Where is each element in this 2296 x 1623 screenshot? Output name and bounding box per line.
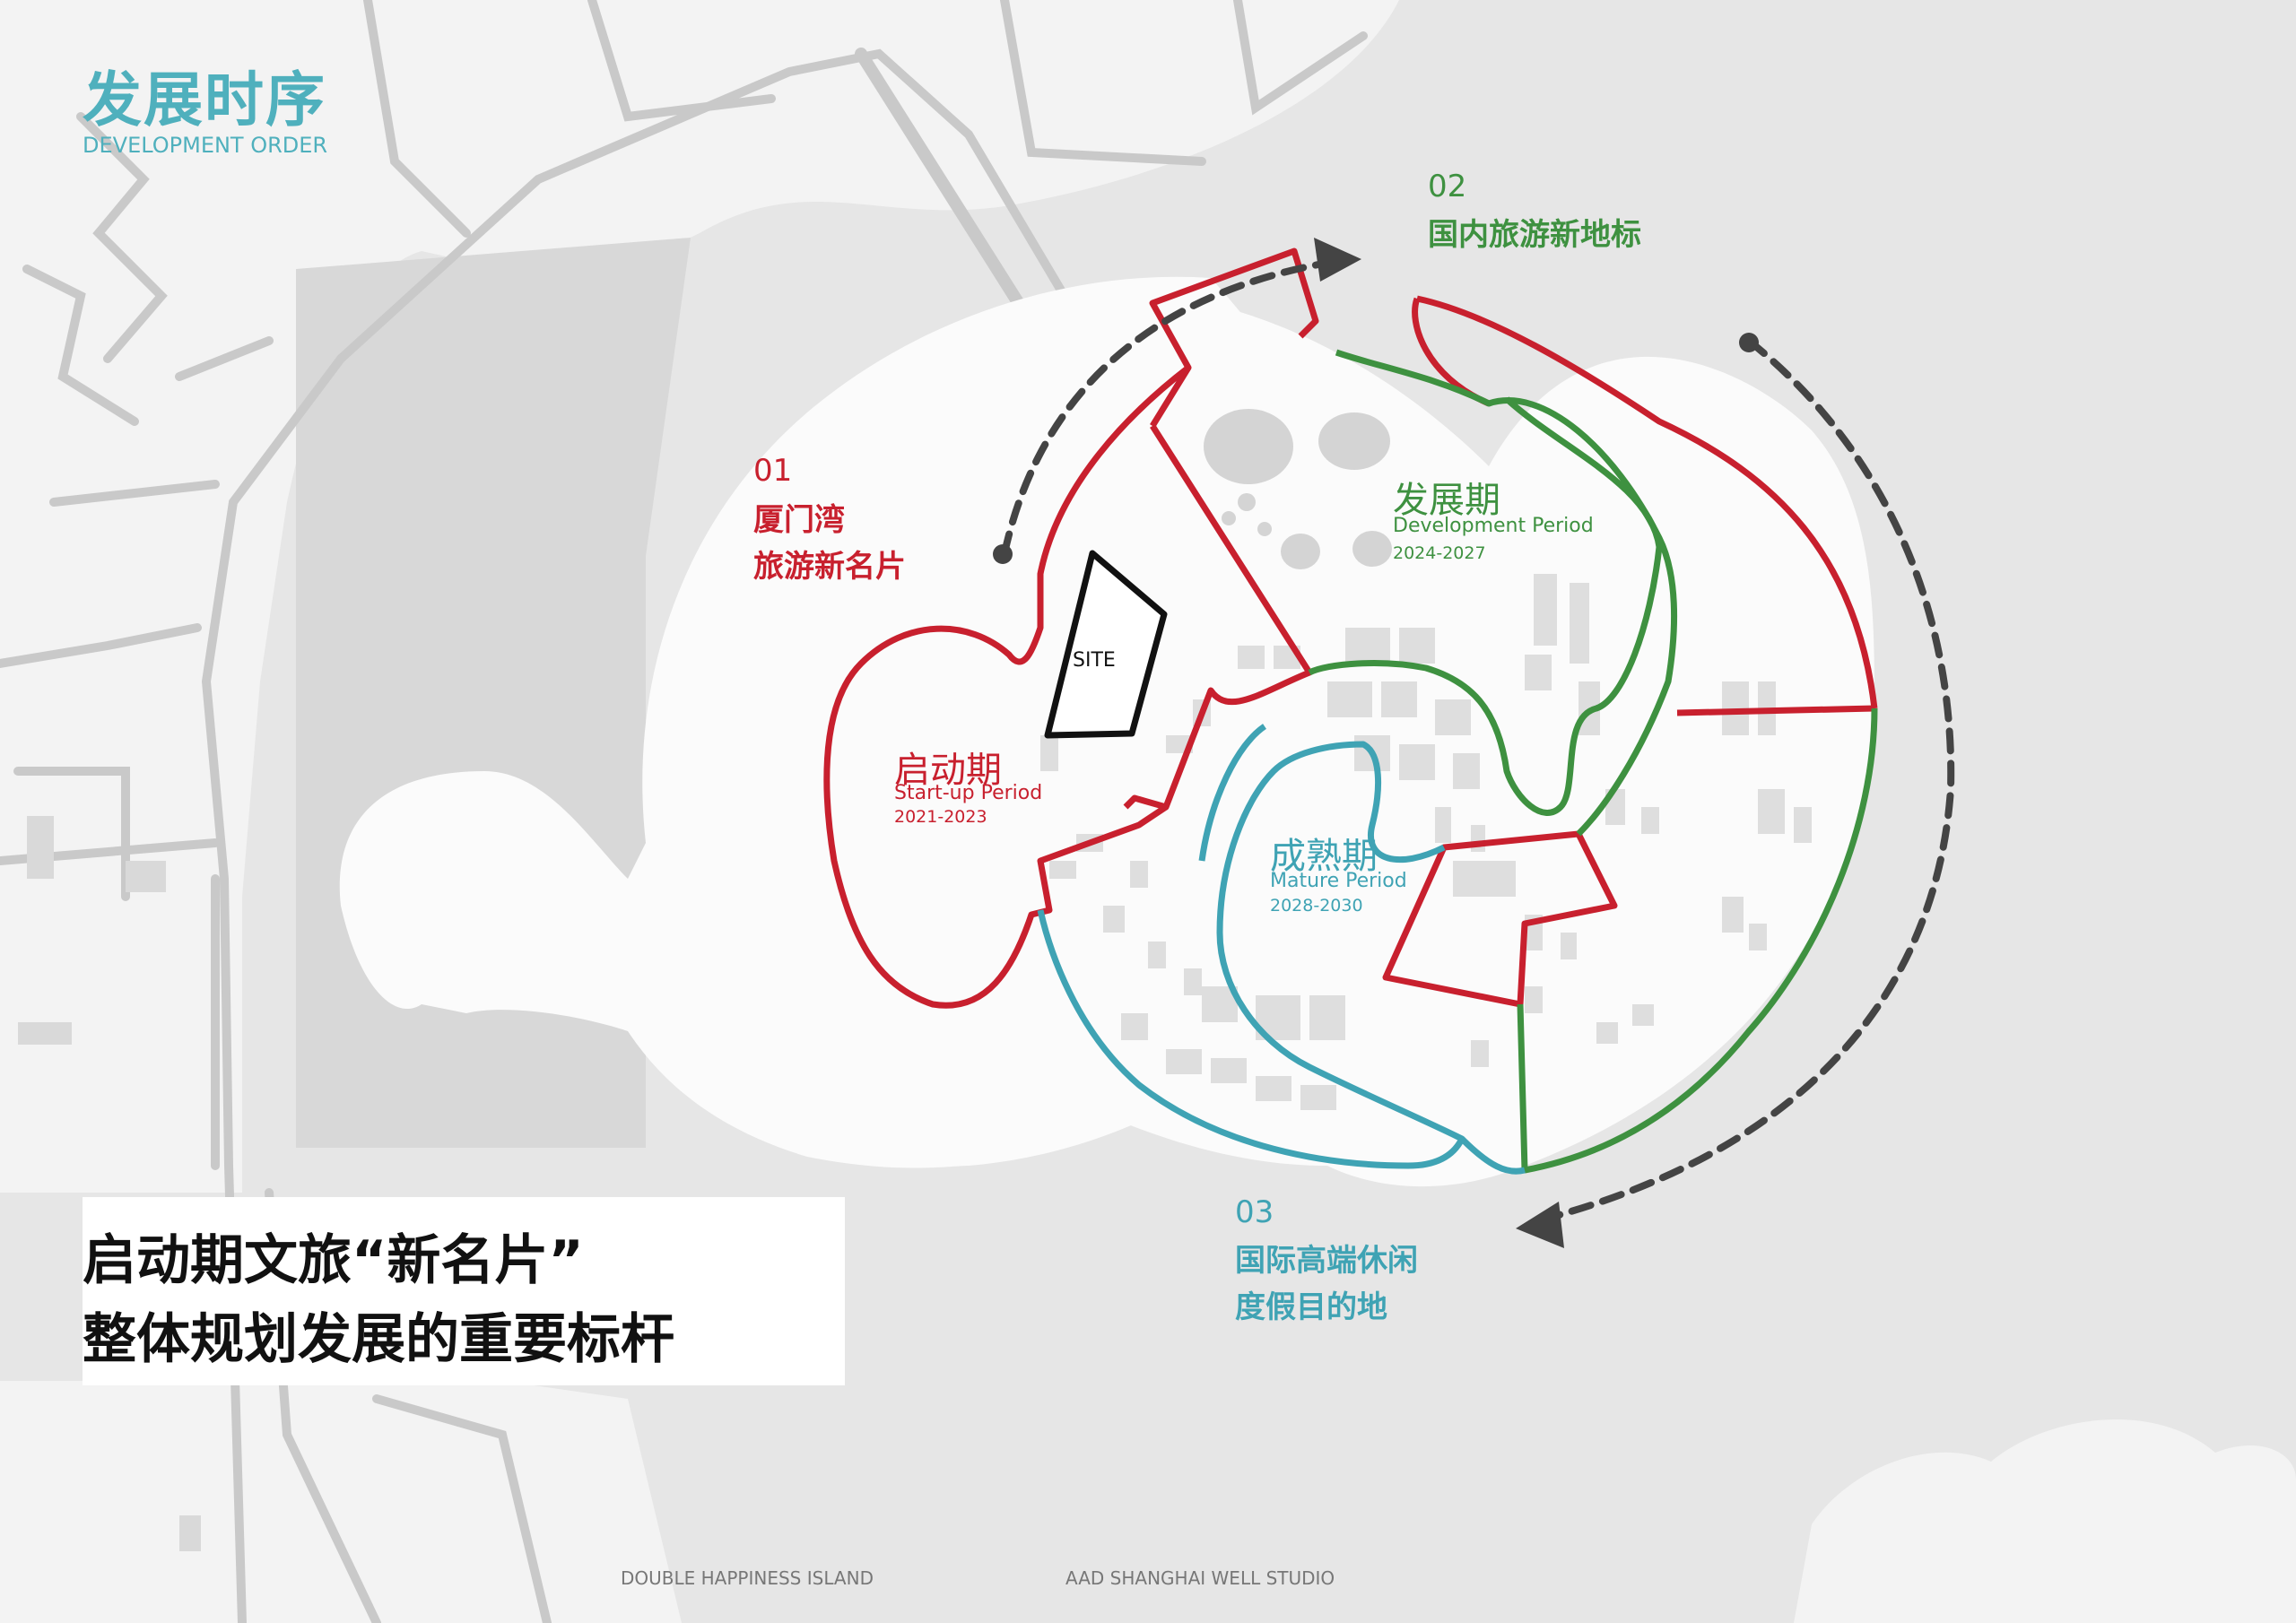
site-outline — [1044, 550, 1168, 739]
startup-phase-years: 2021-2023 — [894, 807, 987, 827]
domes — [1204, 409, 1392, 569]
startup-phase-en: Start-up Period — [894, 782, 1043, 804]
callout-01-line2: 旅游新名片 — [753, 549, 906, 585]
callout-03-line1: 国际高端休闲 — [1235, 1243, 1418, 1279]
page-title: 发展时序 — [83, 65, 326, 135]
callout-02-line1: 国内旅游新地标 — [1428, 217, 1641, 253]
island-body — [701, 296, 1874, 1187]
site-label: SITE — [1073, 649, 1116, 672]
arrow-heads — [993, 238, 1759, 1248]
development-phase-years: 2024-2027 — [1393, 543, 1486, 563]
startup-phase-name: 启动期 — [894, 750, 1002, 791]
mature-phase-years: 2028-2030 — [1270, 896, 1363, 916]
page-subtitle: DEVELOPMENT ORDER — [83, 133, 328, 158]
mature-phase-en: Mature Period — [1270, 870, 1407, 892]
development-phase-en: Development Period — [1393, 515, 1594, 537]
development-phase-outline — [1308, 349, 1878, 1174]
mature-phase-name: 成熟期 — [1270, 836, 1378, 877]
callout-03-number: 03 — [1235, 1194, 1274, 1230]
development-phase-name: 发展期 — [1393, 480, 1500, 521]
island-buildings — [1040, 574, 1812, 1110]
building-blocks — [18, 816, 201, 1551]
callout-03-line2: 度假目的地 — [1235, 1289, 1387, 1325]
footer-project: DOUBLE HAPPINESS ISLAND — [621, 1567, 874, 1589]
callout-01-number: 01 — [753, 453, 793, 489]
mature-phase-outline — [1037, 724, 1526, 1175]
footer-studio: AAD SHANGHAI WELL STUDIO — [1065, 1567, 1335, 1589]
headline-banner: 启动期文旅“新名片” 整体规划发展的重要标杆 — [83, 1197, 845, 1385]
dashed-arrows — [1001, 261, 1955, 1223]
callout-01-line1: 厦门湾 — [753, 502, 845, 538]
callout-02-number: 02 — [1428, 169, 1467, 204]
headline-line-2: 整体规划发展的重要标杆 — [83, 1308, 674, 1371]
headline-line-1: 启动期文旅“新名片” — [83, 1229, 584, 1292]
road-network — [0, 0, 1368, 1623]
